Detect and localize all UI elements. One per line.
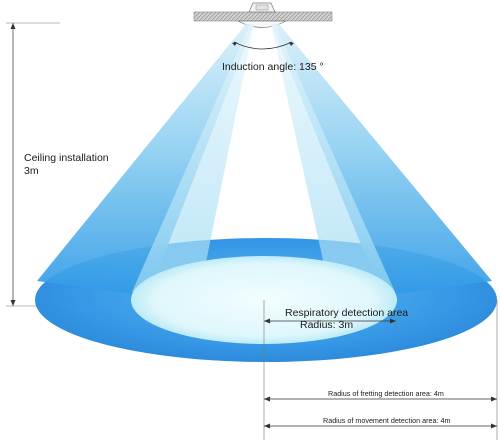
right-inner-beam: [271, 24, 395, 292]
respiratory-radius-value: Radius: 3m: [300, 319, 353, 331]
movement-radius-label: Radius of movement detection area: 4m: [323, 416, 450, 425]
right-detection-beam: [271, 24, 492, 296]
induction-angle-label: Induction angle: 135 °: [222, 61, 324, 73]
ceiling-installation-label: Ceiling installation: [24, 152, 109, 164]
fretting-radius-label: Radius of fretting detection area: 4m: [328, 389, 444, 398]
ceiling-slab: [193, 11, 333, 22]
left-detection-beam: [37, 24, 254, 296]
induction-angle-arc: [233, 41, 293, 50]
respiratory-area-label: Respiratory detection area: [285, 307, 408, 319]
ceiling-height-value: 3m: [24, 165, 39, 177]
left-inner-beam: [132, 24, 254, 292]
